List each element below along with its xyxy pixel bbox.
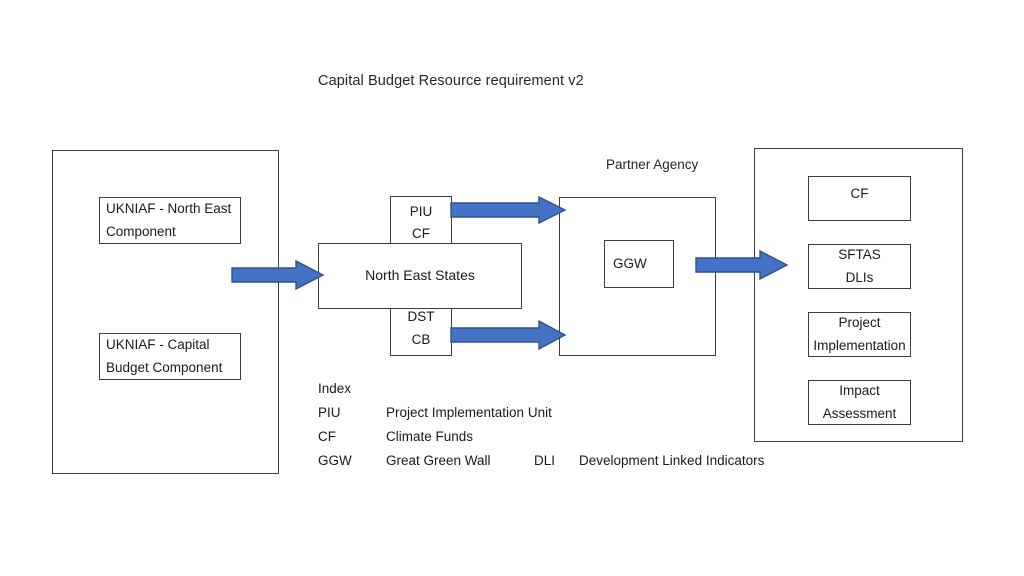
legend-heading-row: Index <box>318 382 764 406</box>
node-dst-cb-line1: DST <box>407 309 435 325</box>
node-impact-assessment-line1: Impact <box>839 383 880 399</box>
node-ukniaf-north-east-line1: UKNIAF - North East <box>106 201 232 217</box>
node-ukniaf-north-east-line2: Component <box>106 223 176 239</box>
legend-abbr-ggw: GGW <box>318 453 352 468</box>
node-piu-cf-line2: CF <box>412 226 430 242</box>
legend-heading: Index <box>318 381 352 396</box>
legend-full-ggw: Great Green Wall <box>386 453 491 468</box>
legend-full-dli: Development Linked Indicators <box>579 453 765 468</box>
legend-abbr-cf: CF <box>318 429 336 444</box>
legend-row-cf: CF Climate Funds <box>318 430 764 454</box>
node-sftas-dlis: SFTAS DLIs <box>808 244 911 289</box>
node-north-east-states: North East States <box>318 243 522 309</box>
node-ggw-label: GGW <box>613 255 647 271</box>
legend-row-piu: PIU Project Implementation Unit <box>318 406 764 430</box>
node-impact-assessment-line2: Assessment <box>822 405 897 421</box>
arrow-piu-cf-to-partner-agency <box>450 195 567 225</box>
node-ukniaf-capital-budget: UKNIAF - Capital Budget Component <box>99 333 241 380</box>
node-project-implementation: Project Implementation <box>808 312 911 357</box>
legend: Index PIU Project Implementation Unit CF… <box>318 382 764 478</box>
legend-full-cf: Climate Funds <box>386 429 474 444</box>
legend-full-piu: Project Implementation Unit <box>386 405 552 420</box>
node-ggw: GGW <box>604 240 674 288</box>
node-ukniaf-capital-budget-line1: UKNIAF - Capital <box>106 337 210 353</box>
node-dst-cb-line2: CB <box>411 331 431 347</box>
node-impact-assessment: Impact Assessment <box>808 380 911 425</box>
outputs-container <box>754 148 963 442</box>
arrow-partner-agency-to-outputs <box>695 249 789 281</box>
node-piu-cf-line1: PIU <box>409 204 433 219</box>
node-north-east-states-label: North East States <box>365 267 475 284</box>
legend-abbr-dli: DLI <box>534 453 556 468</box>
node-sftas-dlis-line1: SFTAS <box>838 247 881 263</box>
legend-row-ggw-dli: GGW Great Green Wall DLI Development Lin… <box>318 454 764 478</box>
node-cf: CF <box>808 176 911 221</box>
node-project-implementation-line2: Implementation <box>813 337 906 353</box>
node-cf-label: CF <box>850 186 869 201</box>
arrow-dst-cb-to-partner-agency <box>450 319 567 351</box>
node-sftas-dlis-line2: DLIs <box>845 269 874 285</box>
page-title: Capital Budget Resource requirement v2 <box>318 73 584 89</box>
ukniaf-container <box>52 150 279 474</box>
partner-agency-label: Partner Agency <box>606 157 699 172</box>
arrow-ukniaf-to-north-east-states <box>231 259 325 291</box>
node-ukniaf-capital-budget-line2: Budget Component <box>106 359 223 375</box>
partner-agency-box <box>559 197 716 356</box>
legend-abbr-piu: PIU <box>318 405 341 420</box>
node-ukniaf-north-east: UKNIAF - North East Component <box>99 197 241 244</box>
node-project-implementation-line1: Project <box>838 315 881 331</box>
